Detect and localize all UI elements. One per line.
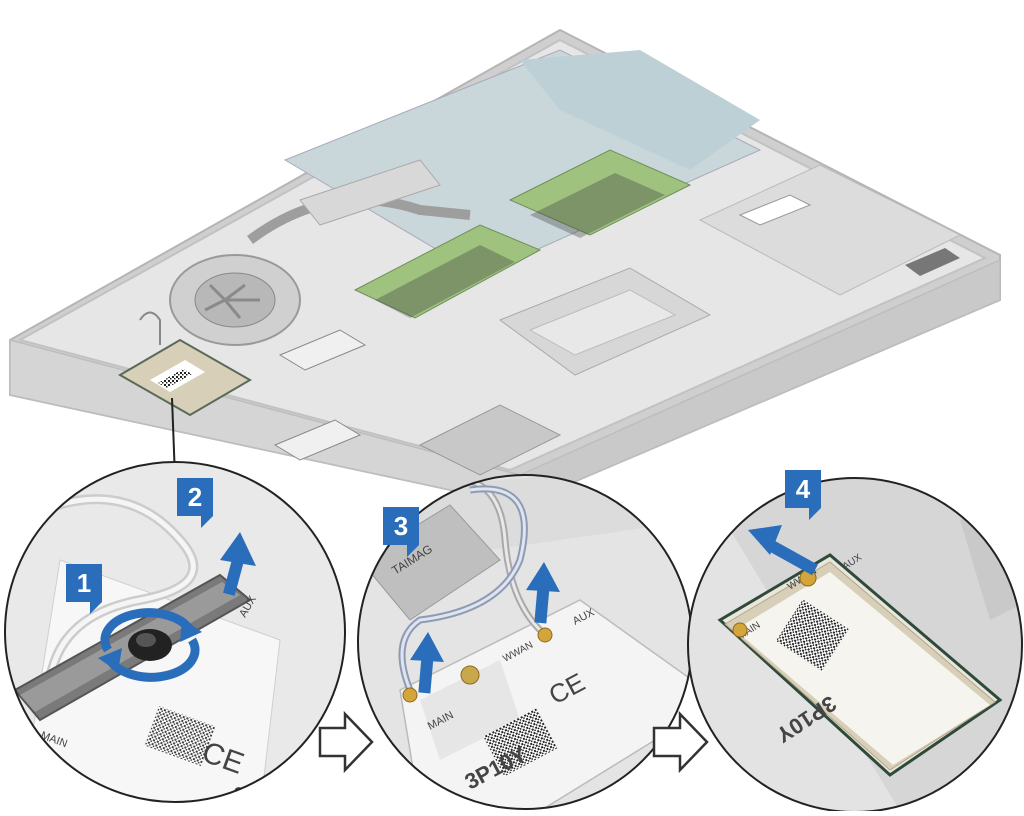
- card-model-text: 3P10Y: [228, 781, 299, 811]
- up-arrow-icon-left: [410, 632, 444, 694]
- wwan-card-small: [118, 311, 252, 417]
- step-4-badge: 4: [785, 470, 821, 520]
- up-arrow-icon-right: [526, 562, 560, 624]
- detail-circle-3: 3P10Y WWAN AUX MAIN: [687, 477, 1023, 813]
- up-arrow-icon: [220, 532, 256, 596]
- detail-circle-1: CE MAIN AUX 3P10Y: [4, 461, 346, 811]
- step-2-badge: 2: [177, 478, 213, 528]
- outline-right-arrow-icon: [318, 710, 374, 774]
- wwan-card-large: 3P10Y WWAN AUX MAIN: [717, 552, 1003, 777]
- diagonal-up-arrow-icon: [748, 525, 818, 576]
- outline-right-arrow-icon-2: [652, 710, 709, 774]
- laptop-base: [9, 28, 1001, 507]
- counter-clockwise-rotation-icon: [98, 608, 202, 682]
- memory-module: [353, 149, 692, 319]
- step-3-badge: 3: [383, 507, 419, 557]
- cooling-fan: [169, 254, 301, 346]
- step-1-badge: 1: [66, 564, 102, 614]
